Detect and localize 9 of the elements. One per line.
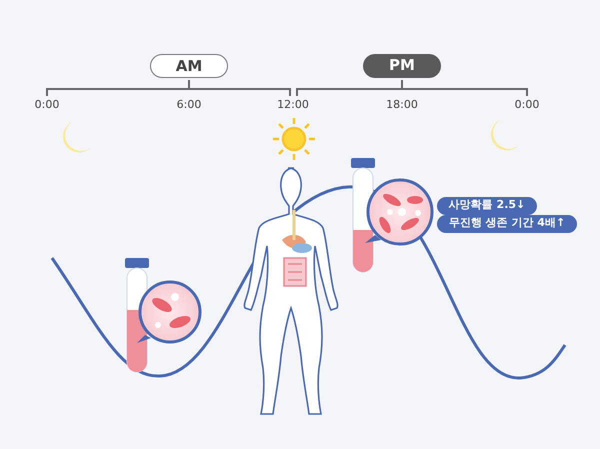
- pm-label: PM: [363, 54, 441, 78]
- time-label: 18:00: [386, 98, 418, 111]
- time-label: 0:00: [514, 98, 540, 111]
- time-label: 12:00: [277, 98, 309, 111]
- am-label: AM: [150, 54, 228, 78]
- time-label: 0:00: [34, 98, 60, 111]
- stat-badge: 사망확률 2.5↓: [437, 197, 537, 215]
- stat-badge: 무진행 생존 기간 4배↑: [437, 215, 577, 233]
- time-label: 6:00: [176, 98, 202, 111]
